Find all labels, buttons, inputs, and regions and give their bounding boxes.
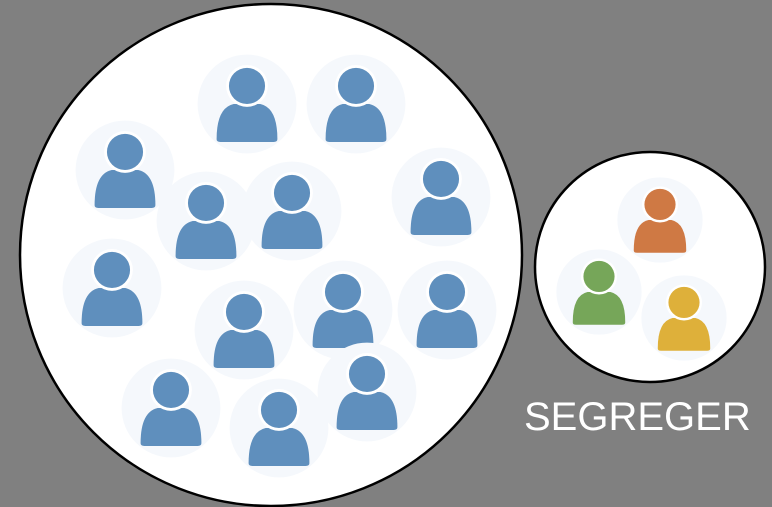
large-group-people <box>62 54 497 478</box>
small-group-people <box>556 177 727 361</box>
person-icon <box>194 280 294 380</box>
person-icon <box>397 260 497 360</box>
person-icon <box>317 342 417 442</box>
person-icon-green <box>556 249 642 335</box>
person-icon-yellow <box>641 275 727 361</box>
person-icon <box>75 120 175 220</box>
person-icon <box>242 161 342 261</box>
person-icon <box>62 238 162 338</box>
person-icon <box>293 260 393 360</box>
person-icon-orange <box>617 177 703 263</box>
person-icon <box>121 358 221 458</box>
person-icon <box>197 54 297 154</box>
person-icon <box>156 171 256 271</box>
person-icon <box>229 378 329 478</box>
person-icon <box>391 147 491 247</box>
person-icon <box>306 54 406 154</box>
segregate-caption: SEGREGER <box>524 395 751 439</box>
